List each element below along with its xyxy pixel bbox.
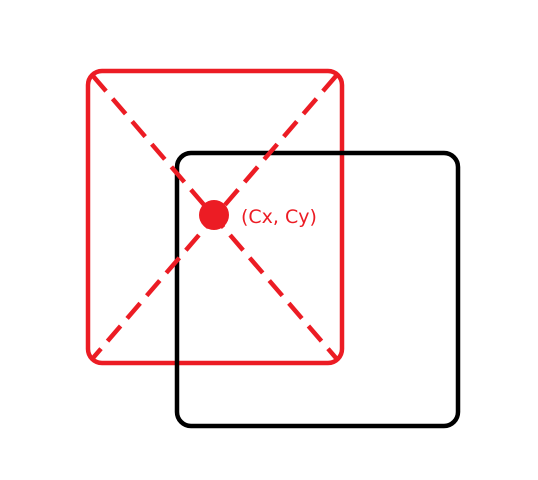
red-box xyxy=(85,68,345,366)
center-label: (Cx, Cy) xyxy=(241,206,317,228)
black-box xyxy=(174,150,461,429)
center-point xyxy=(199,200,229,230)
